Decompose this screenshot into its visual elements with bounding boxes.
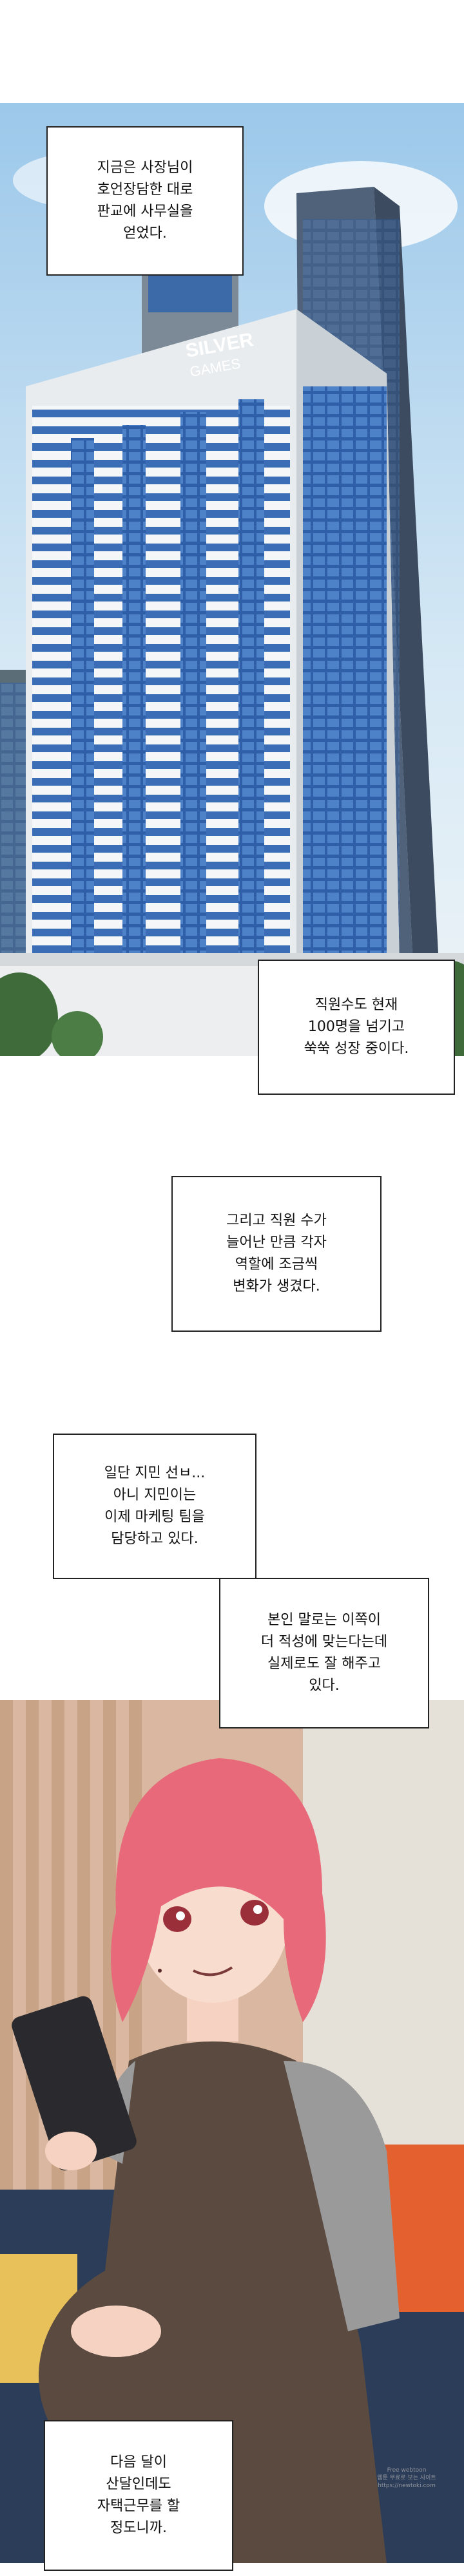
watermark: Free webtoon 웹툰 무료로 보는 사이트 https://newto… <box>377 2467 436 2489</box>
caption-employees: 직원수도 현재 100명을 넘기고 쑥쑥 성장 중이다. <box>258 960 455 1095</box>
caption-jimin-marketing: 일단 지민 선ㅂ... 아니 지민이는 이제 마케팅 팀을 담당하고 있다. <box>53 1434 256 1579</box>
caption-due-date: 다음 달이 산달인데도 자택근무를 할 정도니까. <box>44 2420 233 2571</box>
caption-roles: 그리고 직원 수가 늘어난 만큼 각자 역할에 조금씩 변화가 생겼다. <box>171 1176 382 1332</box>
caption-office: 지금은 사장님이 호언장담한 대로 판교에 사무실을 얻었다. <box>46 126 244 276</box>
caption-aptitude: 본인 말로는 이쪽이 더 적성에 맞는다는데 실제로도 잘 해주고 있다. <box>219 1578 429 1728</box>
building-panel: SILVER GAMES <box>0 103 464 1056</box>
building-illustration: SILVER GAMES <box>0 103 464 1056</box>
